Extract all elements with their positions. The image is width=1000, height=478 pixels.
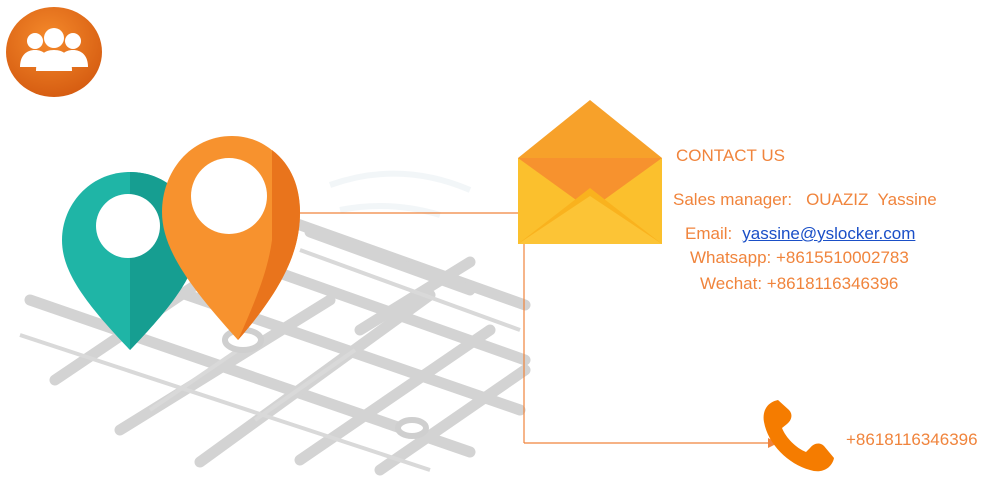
sales-manager-label: Sales manager:	[673, 190, 793, 209]
email-label: Email:	[685, 224, 733, 243]
background-watermark	[328, 170, 472, 218]
team-badge	[4, 5, 104, 99]
whatsapp-line: Whatsapp: +8615510002783	[690, 248, 909, 267]
email-line: Email: yassine@yslocker.com	[685, 224, 915, 244]
phone-icon	[763, 400, 834, 472]
sales-manager-name: OUAZIZ Yassine	[806, 190, 937, 209]
phone-number: +8618116346396	[846, 430, 978, 449]
connector-lines	[300, 212, 768, 444]
envelope-icon	[518, 100, 662, 244]
location-pin-icon	[162, 136, 300, 340]
sales-manager-line: Sales manager: OUAZIZ Yassine	[673, 190, 937, 210]
roundabout	[395, 417, 429, 439]
contact-title: CONTACT US	[676, 146, 785, 165]
email-link[interactable]: yassine@yslocker.com	[742, 224, 916, 243]
wechat-line: Wechat: +8618116346396	[700, 274, 899, 293]
team-icon	[6, 7, 102, 97]
